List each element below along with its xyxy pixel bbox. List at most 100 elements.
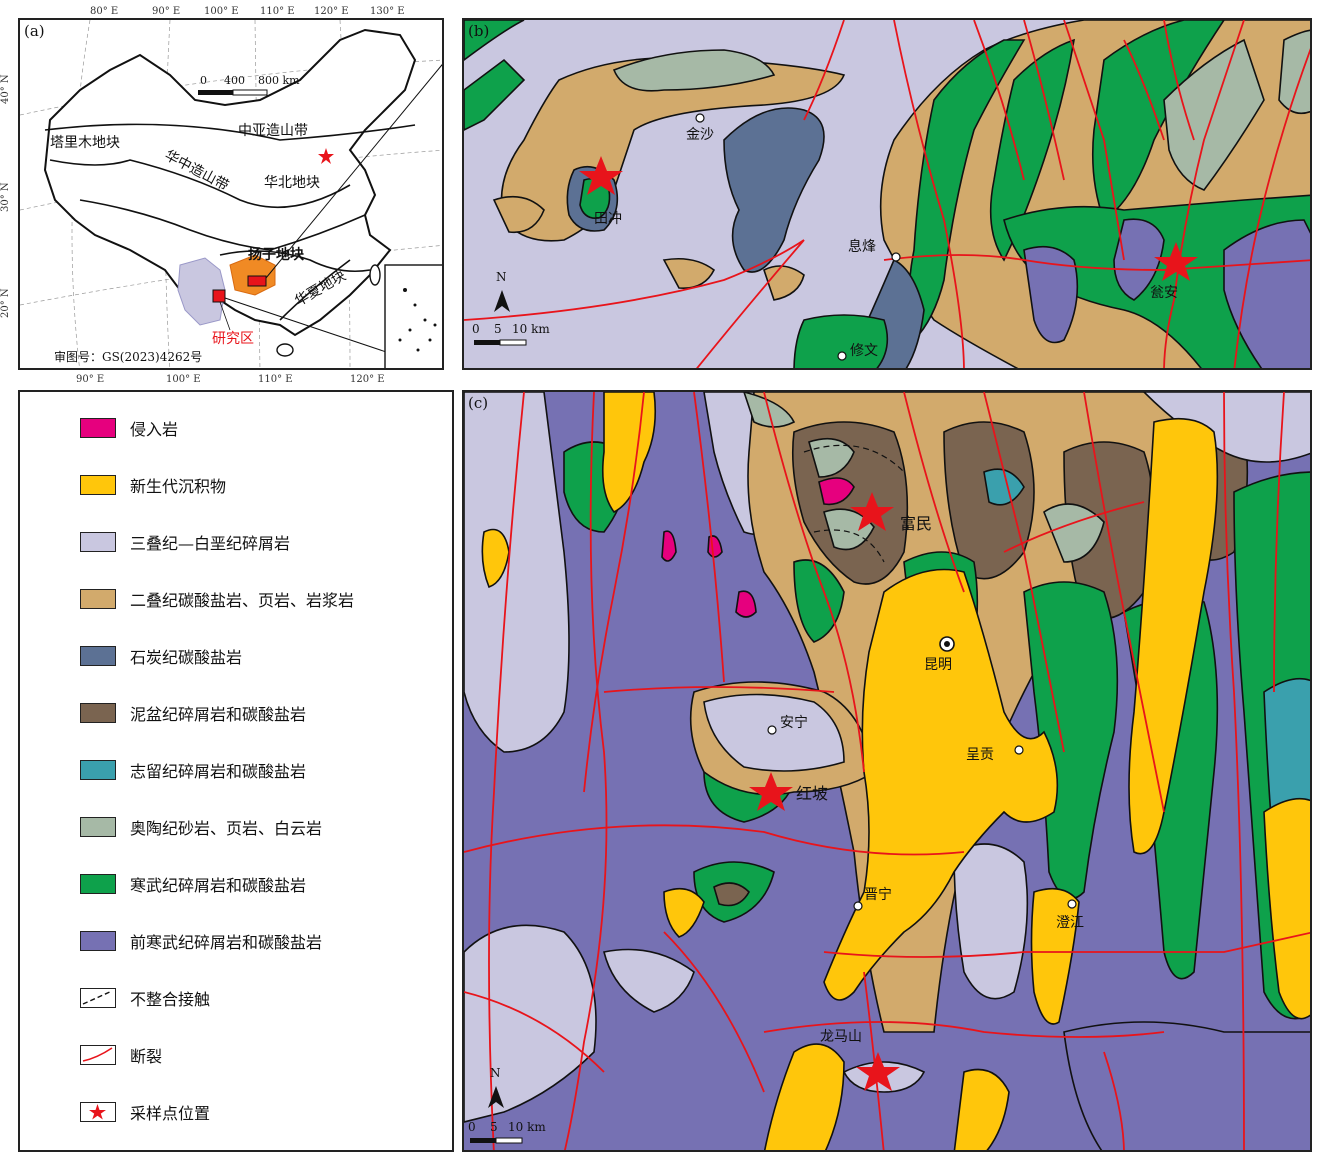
legend-label-cambrian: 寒武纪碎屑岩和碳酸盐岩 <box>130 876 307 895</box>
study-area-b-box <box>247 275 267 287</box>
legend-item-carboniferous: 石炭纪碳酸盐岩 <box>80 642 242 670</box>
place-xifeng: 息烽 <box>848 239 876 255</box>
legend-label-sample-site: 采样点位置 <box>130 1104 211 1123</box>
legend-label-cenozoic: 新生代沉积物 <box>130 477 227 496</box>
tick-left-40n: 40° N <box>0 74 11 104</box>
legend-item-cenozoic: 新生代沉积物 <box>80 471 226 499</box>
place-anning: 安宁 <box>780 715 808 731</box>
intrusive-body-2 <box>661 530 677 562</box>
legend-item-intrusive: 侵入岩 <box>80 414 178 442</box>
place-xiuwen: 修文 <box>850 343 878 359</box>
legend-item-ordovician: 奥陶纪砂岩、页岩、白云岩 <box>80 813 322 841</box>
panel-c-north-label: N <box>490 1066 501 1080</box>
legend-swatch-silurian <box>80 760 116 780</box>
panel-a-map-graphics <box>20 20 442 368</box>
tick-left-30n: 30° N <box>0 182 11 212</box>
panel-c-geologic-map: (c) 富民 昆明 安宁 红坡 呈贡 晋宁 澄江 龙马山 N 0 5 10 km <box>462 390 1312 1152</box>
tick-top-110e: 110° E <box>260 6 295 17</box>
legend-star-icon <box>89 1104 106 1120</box>
legend-swatch-precambrian <box>80 931 116 951</box>
legend-swatch-intrusive <box>80 418 116 438</box>
legend-swatch-sample-site <box>80 1102 116 1122</box>
place-jinning: 晋宁 <box>864 887 892 903</box>
panel-b-scale-zero: 0 <box>472 322 480 336</box>
tick-left-20n: 20° N <box>0 288 11 318</box>
legend-item-sample-site: 采样点位置 <box>80 1098 210 1126</box>
legend-label-fault: 断裂 <box>130 1047 163 1066</box>
label-central-asia-orogen: 中亚造山带 <box>238 123 308 139</box>
legend-swatch-cambrian <box>80 874 116 894</box>
legend-label-carboniferous: 石炭纪碳酸盐岩 <box>130 648 243 667</box>
intrusive-body-1 <box>818 477 855 506</box>
panel-b-star-tianchong-icon <box>579 156 623 195</box>
legend-label-permian: 二叠纪碳酸盐岩、页岩、岩浆岩 <box>130 591 355 610</box>
legend-swatch-triassic-cretaceous <box>80 532 116 552</box>
tick-bottom-120e: 120° E <box>350 374 385 385</box>
panel-c-star-fumin-icon <box>850 492 894 531</box>
legend-swatch-devonian <box>80 703 116 723</box>
panel-b-geologic-map: (b) 金沙 田冲 息烽 瓮安 修文 N 0 5 10 km <box>462 18 1312 370</box>
panel-b-map-graphics <box>464 20 1310 368</box>
label-tarim-block: 塔里木地块 <box>50 135 120 151</box>
panel-c-north-arrow-icon <box>488 1086 504 1108</box>
legend-item-fault: 断裂 <box>80 1041 162 1069</box>
panel-c-scale-end: 10 km <box>508 1120 546 1134</box>
place-chengjiang: 澄江 <box>1056 915 1084 931</box>
legend-label-intrusive: 侵入岩 <box>130 420 179 439</box>
legend-swatch-ordovician <box>80 817 116 837</box>
legend-swatch-fault <box>80 1045 116 1065</box>
tick-top-100e: 100° E <box>204 6 239 17</box>
tick-bottom-100e: 100° E <box>166 374 201 385</box>
panel-b-star-wengan-icon <box>1154 242 1198 281</box>
legend-label-precambrian: 前寒武纪碎屑岩和碳酸盐岩 <box>130 933 323 952</box>
study-area-c-box <box>212 289 226 303</box>
panel-a-label: (a) <box>24 22 45 40</box>
map-approval-number: 审图号：GS(2023)4262号 <box>54 350 203 364</box>
place-tianchong: 田冲 <box>594 211 622 227</box>
panel-b-scale-end: 10 km <box>512 322 550 336</box>
place-jinsha: 金沙 <box>686 127 714 143</box>
intrusive-body-4 <box>735 590 757 618</box>
legend-item-triassic-cretaceous: 三叠纪—白垩纪碎屑岩 <box>80 528 290 556</box>
legend-label-ordovician: 奥陶纪砂岩、页岩、白云岩 <box>130 819 323 838</box>
legend-item-cambrian: 寒武纪碎屑岩和碳酸盐岩 <box>80 870 306 898</box>
panel-c-scale-zero: 0 <box>468 1120 476 1134</box>
legend-item-devonian: 泥盆纪碎屑岩和碳酸盐岩 <box>80 699 306 727</box>
kunming-basin <box>823 568 1059 1001</box>
panel-c-scale-mid: 5 <box>490 1120 498 1134</box>
place-fumin: 富民 <box>900 514 933 533</box>
tick-top-80e: 80° E <box>90 6 119 17</box>
legend-panel: 侵入岩新生代沉积物三叠纪—白垩纪碎屑岩二叠纪碳酸盐岩、页岩、岩浆岩石炭纪碳酸盐岩… <box>18 390 454 1152</box>
legend-swatch-carboniferous <box>80 646 116 666</box>
legend-swatch-unconformity <box>80 988 116 1008</box>
panel-b-label: (b) <box>468 22 490 40</box>
panel-a-location-map: (a) 0 400 800 km 中亚造山带 塔里木地块 华中造山带 华北地块 … <box>18 18 444 370</box>
label-study-area: 研究区 <box>212 331 254 347</box>
south-china-sea-inset <box>384 264 442 368</box>
legend-item-permian: 二叠纪碳酸盐岩、页岩、岩浆岩 <box>80 585 354 613</box>
legend-label-silurian: 志留纪碎屑岩和碳酸盐岩 <box>130 762 307 781</box>
tick-top-130e: 130° E <box>370 6 405 17</box>
legend-item-silurian: 志留纪碎屑岩和碳酸盐岩 <box>80 756 306 784</box>
panel-b-north-arrow-icon <box>494 290 510 312</box>
place-longmashan: 龙马山 <box>820 1029 862 1045</box>
legend-item-precambrian: 前寒武纪碎屑岩和碳酸盐岩 <box>80 927 322 955</box>
yunnan-province <box>177 257 226 326</box>
place-kunming: 昆明 <box>924 657 952 673</box>
tick-top-120e: 120° E <box>314 6 349 17</box>
panel-c-star-hongpo-icon <box>749 772 793 811</box>
panel-c-label: (c) <box>468 394 489 412</box>
panel-b-north-label: N <box>496 270 507 284</box>
panel-a-star-icon <box>318 148 334 164</box>
place-hongpo: 红坡 <box>796 784 829 803</box>
legend-label-triassic-cretaceous: 三叠纪—白垩纪碎屑岩 <box>130 534 291 553</box>
place-wengan: 瓮安 <box>1150 285 1178 301</box>
panel-c-map-graphics <box>464 392 1310 1150</box>
legend-item-unconformity: 不整合接触 <box>80 984 210 1012</box>
scale-zero: 0 <box>200 74 207 87</box>
scale-end: 800 km <box>258 74 300 87</box>
tick-bottom-90e: 90° E <box>76 374 105 385</box>
intrusive-body-3 <box>707 535 723 558</box>
tick-bottom-110e: 110° E <box>258 374 293 385</box>
place-chenggong: 呈贡 <box>966 747 994 763</box>
